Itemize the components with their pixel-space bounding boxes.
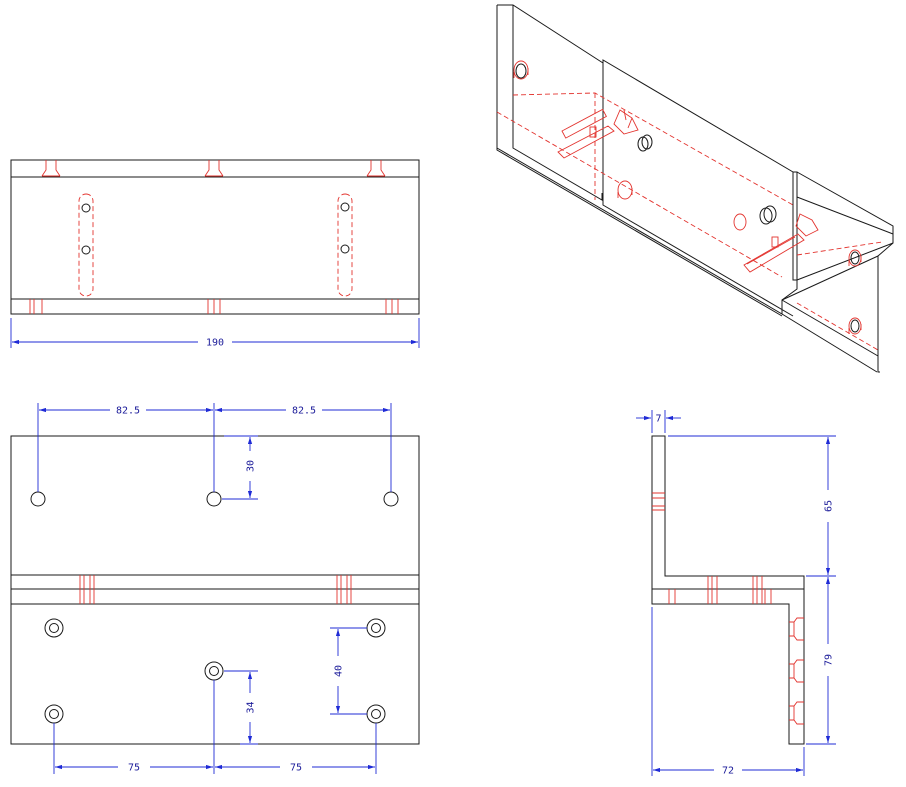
right-slot (337, 193, 353, 297)
iso-hidden-features (513, 60, 862, 335)
iso-visible-holes (515, 63, 860, 333)
front-hole (383, 491, 399, 507)
side-bores-upper (652, 492, 665, 511)
shelf-bores (79, 575, 352, 604)
top-counterbores (41, 160, 386, 177)
top-view-hole (81, 245, 91, 255)
top-view-hole (340, 244, 350, 254)
iso-hidden-edges (496, 92, 883, 351)
side-view: 7 65 79 72 (636, 410, 836, 777)
front-view: 82.5 82.5 30 40 34 (10, 403, 420, 774)
dim-upper-height-label: 65 (824, 500, 835, 512)
front-hole (30, 491, 46, 507)
dim-base-width-label: 72 (722, 766, 734, 777)
dim-hole-pitch: 82.5 82.5 (37, 403, 392, 492)
dim-bottom-pitch-left-label: 75 (128, 763, 140, 774)
dim-lower-height-label: 79 (824, 654, 835, 666)
dim-bottom-pitch: 75 75 (53, 680, 377, 774)
dim-upper-height: 65 (668, 435, 836, 577)
dim-pitch-left-label: 82.5 (116, 406, 140, 417)
top-view: 190 (10, 159, 420, 349)
front-hole (206, 491, 222, 507)
side-counterbores (789, 617, 804, 725)
dim-thickness-label: 7 (655, 414, 661, 425)
top-view-hole (81, 203, 91, 213)
dim-thickness: 7 (636, 410, 681, 433)
dim-top-offset: 30 (222, 435, 258, 500)
left-slot (78, 193, 94, 297)
dim-bottom-pitch-right-label: 75 (290, 763, 302, 774)
isometric-view (496, 4, 894, 373)
dim-overall-length: 190 (10, 318, 420, 349)
dim-bottom-offset-label: 34 (246, 701, 257, 713)
top-view-hole (340, 202, 350, 212)
dim-vertical-spacing-label: 40 (334, 665, 345, 677)
dim-pitch-right-label: 82.5 (292, 406, 316, 417)
dim-bottom-offset: 34 (224, 670, 258, 745)
dim-base-width: 72 (651, 607, 805, 777)
dim-overall-length-label: 190 (206, 338, 224, 349)
side-bores-shelf (668, 576, 772, 604)
dim-lower-height: 79 (806, 577, 836, 745)
bottom-bores (29, 299, 399, 314)
dim-top-offset-label: 30 (246, 460, 257, 472)
dim-vertical-spacing: 40 (330, 627, 367, 715)
